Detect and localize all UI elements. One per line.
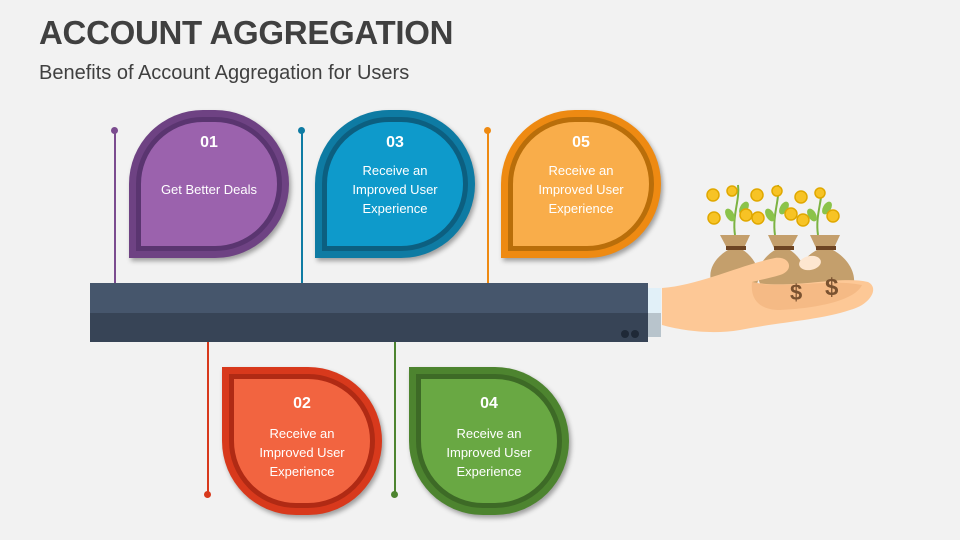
connector-line-03 — [301, 131, 303, 283]
cufflink-button-icon — [631, 330, 639, 338]
connector-dot-01 — [111, 127, 118, 134]
svg-text:$: $ — [825, 274, 839, 301]
page-title: ACCOUNT AGGREGATION — [39, 14, 454, 51]
step-number: 05 — [572, 134, 590, 151]
step-text: Receive an Improved User Experience — [446, 426, 532, 479]
step-number: 02 — [293, 395, 311, 412]
connector-dot-03 — [298, 127, 305, 134]
connector-line-04 — [394, 342, 396, 494]
connector-line-01 — [114, 131, 116, 283]
timeline-bar-sleeve — [90, 283, 648, 342]
step-text: Receive an Improved User Experience — [259, 426, 345, 479]
step-number: 04 — [480, 395, 498, 412]
connector-dot-02 — [204, 491, 211, 498]
svg-text:$: $ — [790, 280, 802, 305]
step-number: 01 — [200, 134, 218, 151]
cufflink-button-icon — [621, 330, 629, 338]
connector-line-05 — [487, 131, 489, 283]
connector-dot-04 — [391, 491, 398, 498]
connector-line-02 — [207, 342, 209, 494]
hand-holding-money-bags-icon: $ $ — [662, 184, 874, 333]
step-card-05: 05 Receive an Improved User Experience — [501, 110, 661, 258]
step-text: Receive an Improved User Experience — [538, 163, 624, 216]
step-number: 03 — [386, 134, 404, 151]
step-card-01: 01 Get Better Deals — [129, 110, 289, 258]
step-card-03: 03 Receive an Improved User Experience — [315, 110, 475, 258]
step-card-02: 02 Receive an Improved User Experience — [222, 367, 382, 515]
connector-dot-05 — [484, 127, 491, 134]
step-text: Get Better Deals — [160, 182, 258, 197]
page-subtitle: Benefits of Account Aggregation for User… — [39, 62, 410, 84]
shirt-cuff — [648, 288, 661, 337]
step-card-04: 04 Receive an Improved User Experience — [409, 367, 569, 515]
step-text: Receive an Improved User Experience — [352, 163, 438, 216]
